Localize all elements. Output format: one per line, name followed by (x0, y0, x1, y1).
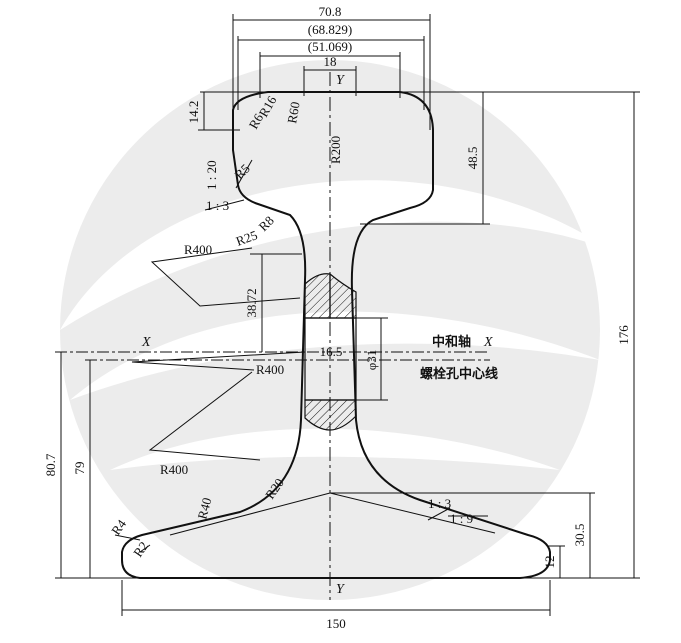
dim-rail-height: 176 (616, 325, 631, 345)
neutral-axis-x-right: X (483, 335, 493, 350)
radius-r400-bot: R400 (160, 462, 188, 477)
dim-hole-dia: φ31 (364, 350, 379, 371)
radius-r25: R25 (234, 227, 259, 249)
axis-y-bottom: Y (336, 582, 346, 597)
slope-head-under: 1 : 3 (206, 198, 229, 213)
radius-r60: R60 (284, 101, 303, 125)
axis-labels: 中和轴 X 螺栓孔中心线 X Y Y (141, 73, 498, 597)
dim-top-width: 70.8 (319, 4, 342, 19)
radius-r400-top: R400 (184, 242, 212, 257)
slope-head-side: 1 : 20 (204, 160, 219, 190)
neutral-axis-label: 中和轴 (432, 334, 471, 350)
slope-labels: 1 : 20 1 : 3 1 : 3 1 : 9 (204, 160, 473, 526)
dim-neutral-from-base: 80.7 (43, 453, 58, 476)
dim-web-upper: 38.72 (244, 288, 259, 317)
radius-r2: R2 (130, 539, 151, 560)
base-taper-lines (169, 492, 595, 536)
radius-r40: R40 (194, 496, 214, 521)
dim-base-edge: 12 (542, 556, 557, 569)
dim-bolt-from-base: 79 (72, 462, 87, 475)
neutral-axis-x-left: X (141, 335, 151, 350)
dim-head-crown-height: 14.2 (186, 101, 201, 124)
radius-r400-mid: R400 (256, 362, 284, 377)
bolt-line-label: 螺栓孔中心线 (420, 366, 498, 382)
dimension-lines (55, 14, 640, 616)
axis-y-top: Y (336, 73, 346, 88)
rail-outline (121, 91, 551, 579)
dim-base-width: 150 (326, 616, 346, 631)
dim-head-width-a: (68.829) (308, 22, 352, 37)
dim-head-width-b: (51.069) (308, 39, 352, 54)
dim-base-height: 30.5 (572, 524, 587, 547)
radius-r200: R200 (328, 136, 343, 164)
dimension-texts: 70.8 (68.829) (51.069) 18 14.2 48.5 176 … (43, 4, 631, 631)
dim-web-thickness: 16.5 (320, 344, 343, 359)
dim-head-crown: 18 (324, 54, 337, 69)
dim-head-height: 48.5 (465, 147, 480, 170)
radius-r6: R6 (246, 110, 267, 131)
slope-base-top-a: 1 : 3 (428, 496, 451, 511)
slope-base-top-b: 1 : 9 (450, 511, 473, 526)
radius-r4: R4 (108, 516, 129, 537)
